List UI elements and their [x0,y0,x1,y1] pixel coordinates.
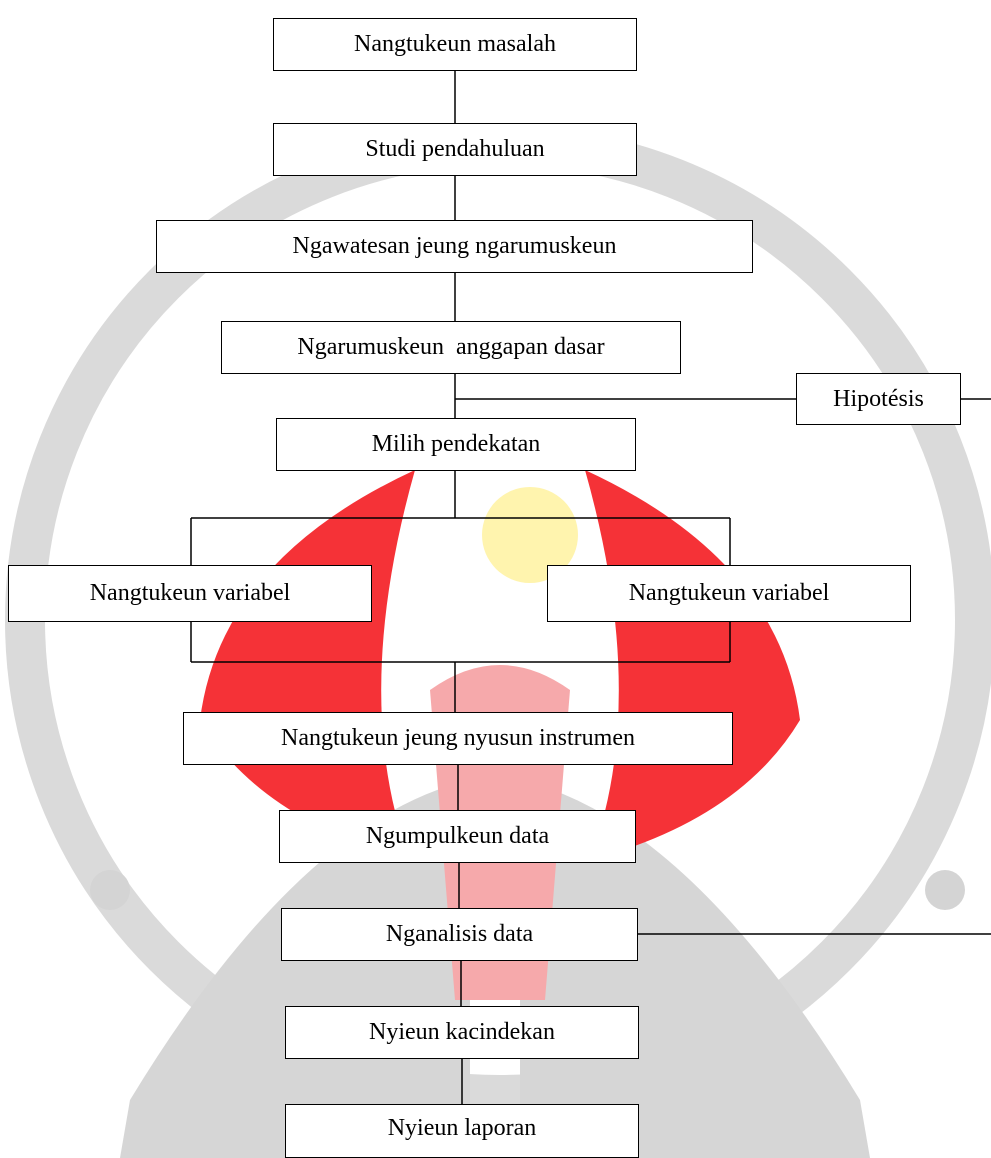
step-label: Studi pendahuluan [365,136,545,162]
step-label: Nyieun laporan [387,1115,537,1141]
step-milih-pendekatan: Milih pendekatan [276,418,636,471]
step-label: Milih pendekatan [371,431,541,457]
step-label: Ngarumuskeun anggapan dasar [297,334,605,360]
step-nangtukeun-masalah: Nangtukeun masalah [273,18,637,71]
step-variabel-right: Nangtukeun variabel [547,565,911,622]
watermark-gray-shape-right [520,780,870,1158]
step-anggapan-dasar: Ngarumuskeun anggapan dasar [221,321,681,374]
watermark-dot-right [925,870,965,910]
step-laporan: Nyieun laporan [285,1104,639,1158]
step-variabel-left: Nangtukeun variabel [8,565,372,622]
watermark-yellow-dot [482,487,578,583]
step-label: Ngumpulkeun data [365,823,550,849]
step-ngawatesan: Ngawatesan jeung ngarumuskeun [156,220,753,273]
step-label: Nangtukeun masalah [354,31,556,57]
step-label: Nyieun kacindekan [369,1019,555,1045]
step-label: Nangtukeun variabel [89,580,291,606]
step-label: Nganalisis data [385,921,534,947]
step-kacindekan: Nyieun kacindekan [285,1006,639,1059]
step-label: Nangtukeun variabel [628,580,830,606]
step-label: Ngawatesan jeung ngarumuskeun [292,233,617,259]
step-studi-pendahuluan: Studi pendahuluan [273,123,637,176]
watermark-gray-shape-left [120,780,470,1158]
hypothesis-box: Hipotésis [796,373,961,425]
step-instrumen: Nangtukeun jeung nyusun instrumen [183,712,733,765]
watermark-dot-left [90,870,130,910]
hypothesis-label: Hipotésis [833,385,924,412]
step-label: Nangtukeun jeung nyusun instrumen [281,725,635,751]
step-ngumpulkeun-data: Ngumpulkeun data [279,810,636,863]
step-nganalisis-data: Nganalisis data [281,908,638,961]
